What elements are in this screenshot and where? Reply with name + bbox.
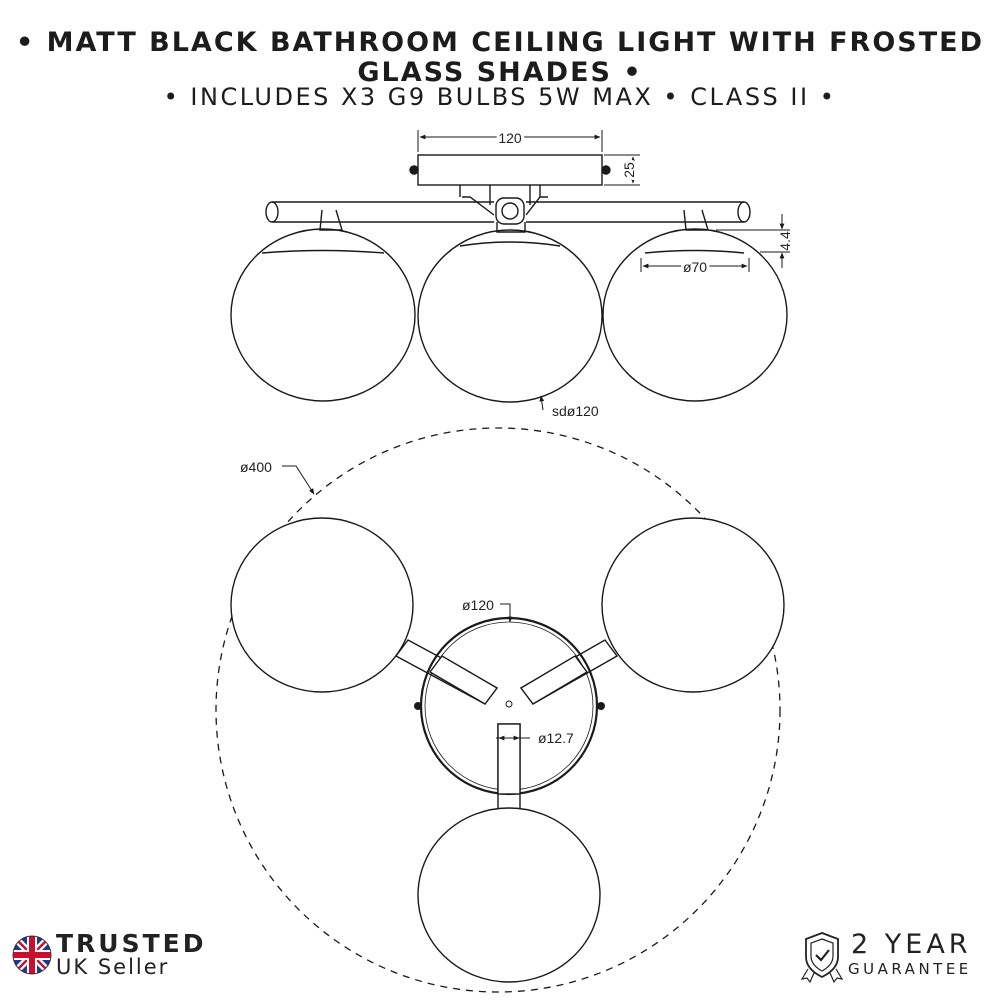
- plate-screw-right: [597, 702, 605, 710]
- shield-check-icon: [800, 932, 844, 984]
- canopy-side: [417, 154, 603, 186]
- dim-plate-diameter: [500, 603, 513, 623]
- globe-side-right: [602, 228, 788, 402]
- title-line-2: GLASS SHADES •: [357, 57, 643, 88]
- guarantee-label: GUARANTEE: [848, 960, 972, 978]
- globe-plan-bottom: [417, 807, 601, 983]
- dim-label-plate-diameter: ø120: [462, 597, 494, 613]
- dim-label-overall-diameter: ø400: [240, 459, 272, 475]
- dim-label-canopy-width: 120: [498, 130, 522, 146]
- globe-plan-right: [601, 517, 785, 693]
- overall-diameter-circle: [215, 427, 781, 993]
- dim-label-canopy-height: 25: [621, 162, 637, 178]
- uk-flag-icon: [12, 935, 52, 975]
- dim-canopy-height: [604, 154, 640, 186]
- side-view: [230, 154, 788, 403]
- subtitle-line: • INCLUDES X3 G9 BULBS 5W MAX • CLASS II…: [163, 83, 837, 111]
- dim-shade-inner: [640, 258, 750, 272]
- uk-seller-label: UK Seller: [56, 955, 170, 979]
- dim-shade-diameter: [539, 395, 545, 411]
- title-line-1: • MATT BLACK BATHROOM CEILING LIGHT WITH…: [15, 27, 985, 58]
- dim-canopy-width: [417, 130, 603, 152]
- dim-arm-offset: [716, 214, 790, 268]
- globe-side-left: [230, 228, 416, 402]
- globe-side-middle: [417, 229, 603, 403]
- trusted-label: TRUSTED: [56, 929, 207, 958]
- globe-plan-left: [230, 517, 414, 693]
- screw-left: [409, 165, 419, 175]
- dim-label-shade-diameter: sdø120: [552, 403, 599, 419]
- dim-overall-diameter: [282, 465, 315, 495]
- guarantee-year-label: 2 YEAR: [851, 929, 972, 960]
- screw-right: [601, 165, 611, 175]
- plate-screw-left: [414, 702, 422, 710]
- dim-label-arm-diameter: ø12.7: [538, 730, 574, 746]
- dim-label-shade-inner: ø70: [683, 259, 707, 275]
- dim-label-arm-offset: 4.4: [777, 231, 793, 251]
